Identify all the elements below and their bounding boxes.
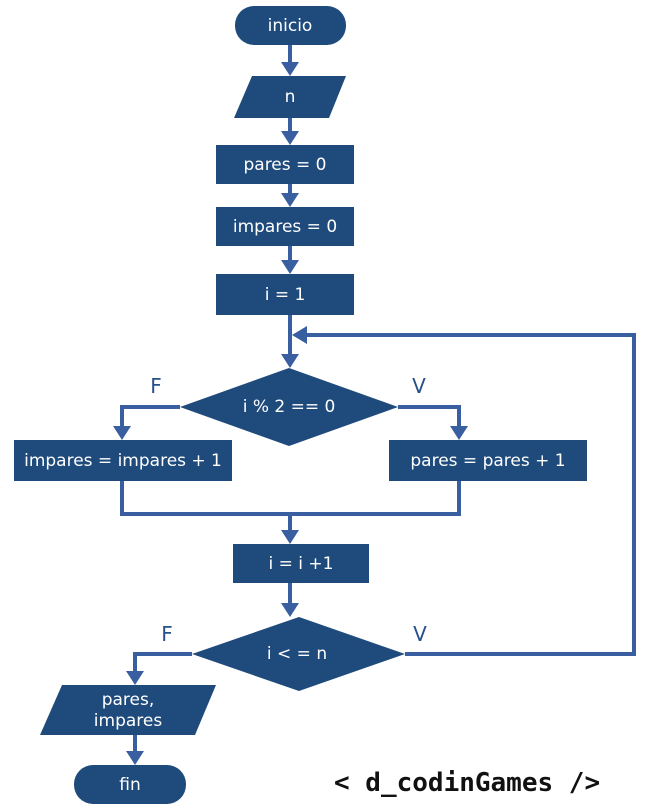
decision-shape bbox=[192, 617, 405, 691]
edge-even-true bbox=[398, 405, 461, 432]
start-node: inicio bbox=[235, 6, 346, 45]
output-label-line1: pares, bbox=[102, 690, 155, 710]
even-condition-label: i % 2 == 0 bbox=[243, 397, 336, 417]
inc-i-label: i = i +1 bbox=[269, 554, 334, 574]
terminator-shape bbox=[235, 6, 346, 45]
edge-even-false bbox=[120, 405, 180, 432]
io-shape bbox=[234, 76, 346, 118]
connectors bbox=[120, 45, 636, 757]
even-false-label: F bbox=[150, 374, 162, 398]
arrowhead bbox=[126, 751, 144, 765]
start-label: inicio bbox=[268, 16, 313, 36]
inc-pares-node: pares = pares + 1 bbox=[389, 440, 587, 481]
process-shape bbox=[216, 145, 354, 184]
arrowhead bbox=[281, 193, 299, 207]
arrowhead bbox=[281, 62, 299, 76]
loop-false-label: F bbox=[161, 622, 173, 646]
end-node: fin bbox=[74, 765, 186, 804]
arrowhead bbox=[281, 354, 299, 368]
init-impares-label: impares = 0 bbox=[233, 217, 337, 237]
process-shape bbox=[216, 207, 354, 246]
even-true-label: V bbox=[412, 374, 426, 398]
process-shape bbox=[216, 274, 354, 315]
loop-condition-node: i < = n bbox=[192, 617, 405, 691]
edge-loop-false bbox=[133, 652, 192, 677]
inc-impares-node: impares = impares + 1 bbox=[14, 440, 232, 481]
arrowhead bbox=[281, 530, 299, 544]
brand-logo-text: < d_codinGames /> bbox=[334, 768, 600, 798]
arrowheads bbox=[113, 62, 468, 765]
input-label: n bbox=[285, 87, 296, 107]
arrowhead bbox=[450, 426, 468, 440]
input-node: n bbox=[234, 76, 346, 118]
arrowhead bbox=[281, 131, 299, 145]
output-node: pares, impares bbox=[40, 685, 216, 735]
arrowhead bbox=[126, 671, 144, 685]
process-shape bbox=[14, 440, 232, 481]
init-impares-node: impares = 0 bbox=[216, 207, 354, 246]
arrowhead bbox=[281, 603, 299, 617]
edge-merge bbox=[120, 481, 461, 516]
process-shape bbox=[233, 544, 369, 583]
inc-i-node: i = i +1 bbox=[233, 544, 369, 583]
inc-impares-label: impares = impares + 1 bbox=[24, 451, 222, 471]
init-i-node: i = 1 bbox=[216, 274, 354, 315]
init-pares-label: pares = 0 bbox=[243, 155, 326, 175]
edge-loop-back bbox=[305, 333, 636, 656]
io-shape bbox=[40, 685, 216, 735]
decision-shape bbox=[180, 368, 398, 446]
loop-true-label: V bbox=[413, 622, 427, 646]
output-label-line2: impares bbox=[94, 711, 163, 731]
init-pares-node: pares = 0 bbox=[216, 145, 354, 184]
init-i-label: i = 1 bbox=[265, 285, 306, 305]
inc-pares-label: pares = pares + 1 bbox=[410, 451, 565, 471]
process-shape bbox=[389, 440, 587, 481]
arrowhead bbox=[281, 260, 299, 274]
terminator-shape bbox=[74, 765, 186, 804]
end-label: fin bbox=[119, 775, 140, 795]
arrowhead bbox=[292, 326, 307, 344]
loop-condition-label: i < = n bbox=[267, 644, 327, 664]
arrowhead bbox=[113, 426, 131, 440]
even-condition-node: i % 2 == 0 bbox=[180, 368, 398, 446]
